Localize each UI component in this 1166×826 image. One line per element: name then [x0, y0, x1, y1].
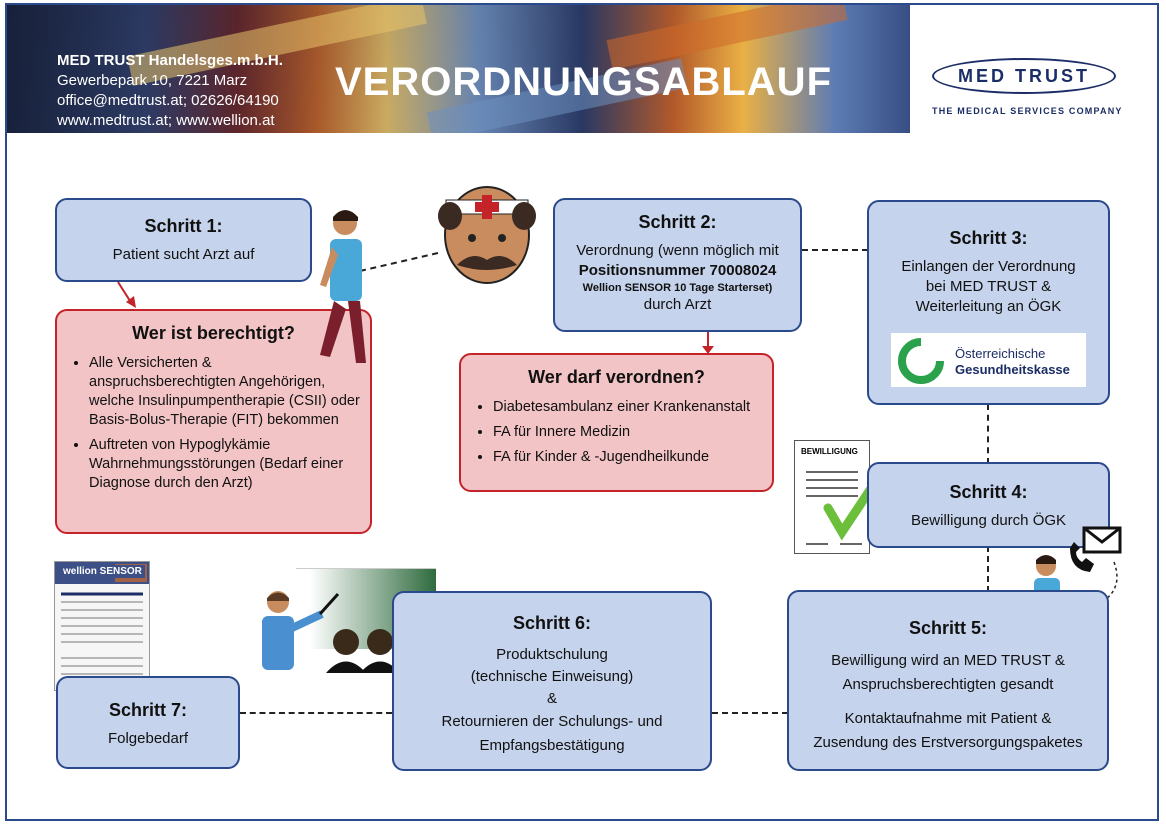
flyer-label: wellion SENSOR — [60, 565, 145, 578]
approval-document-label: BEWILLIGUNG — [801, 447, 858, 456]
ogk-line1: Österreichische — [955, 346, 1046, 361]
eligibility-box: Wer ist berechtigt? Alle Versicherten & … — [55, 309, 372, 534]
ogk-line2: Gesundheitskasse — [955, 362, 1070, 377]
company-info: MED TRUST Handelsges.m.b.H. Gewerbepark … — [57, 51, 283, 131]
walking-patient-illustration — [320, 210, 366, 363]
company-name: MED TRUST Handelsges.m.b.H. — [57, 52, 283, 69]
page-title: VERORDNUNGSABLAUF — [335, 60, 832, 104]
step-5-line3: Kontaktaufnahme mit Patient & — [844, 710, 1052, 727]
step-5-line2: Anspruchsberechtigten gesandt — [842, 676, 1054, 693]
step-6-line3: & — [546, 690, 557, 707]
phone-mail-icon — [1070, 526, 1122, 572]
step-6-line4: Retournieren der Schulungs- und — [441, 713, 663, 730]
step-4-box: Schritt 4: Bewilligung durch ÖGK — [867, 462, 1110, 548]
step-2-line4: durch Arzt — [643, 296, 712, 313]
prescriber-item: FA für Innere Medizin — [493, 423, 762, 442]
connector-5-6 — [712, 712, 788, 714]
step-3-line3: Weiterleitung an ÖGK — [915, 298, 1062, 315]
step-3-title: Schritt 3: — [949, 228, 1028, 248]
medtrust-logo: MED TRUST — [932, 58, 1116, 94]
step-1-box: Schritt 1: Patient sucht Arzt auf — [55, 198, 312, 282]
company-address: Gewerbepark 10, 7221 Marz — [57, 72, 248, 89]
step-1-title: Schritt 1: — [144, 216, 223, 236]
connector-3-4 — [987, 404, 989, 464]
connector-4-5 — [987, 546, 989, 592]
step-7-box: Schritt 7: Folgebedarf — [56, 676, 240, 769]
step-2-box: Schritt 2: Verordnung (wenn möglich mit … — [553, 198, 802, 332]
arrow-1-down — [117, 281, 136, 308]
step-3-line2: bei MED TRUST & — [925, 278, 1052, 295]
eligibility-item: Alle Versicherten & anspruchsberechtigte… — [89, 354, 360, 430]
company-contact: office@medtrust.at; 02626/64190 — [57, 92, 279, 109]
step-5-line4: Zusendung des Erstversorgungspaketes — [813, 734, 1083, 751]
prescribers-title: Wer darf verordnen? — [528, 367, 705, 387]
doctor-illustration — [438, 186, 536, 284]
step-4-title: Schritt 4: — [949, 482, 1028, 502]
arrow-2-down — [702, 332, 714, 354]
step-1-text: Patient sucht Arzt auf — [112, 246, 255, 263]
step-2-position: Positionsnummer 70008024 — [578, 262, 777, 279]
prescriber-item: FA für Kinder & -Jugendheilkunde — [493, 448, 762, 467]
step-7-title: Schritt 7: — [108, 700, 187, 720]
ogk-logo-text: Österreichische Gesundheitskasse — [955, 346, 1070, 378]
prescribers-box: Wer darf verordnen? Diabetesambulanz ein… — [459, 353, 774, 492]
step-6-box: Schritt 6: Produktschulung (technische E… — [392, 591, 712, 771]
prescriber-item: Diabetesambulanz einer Krankenanstalt — [493, 398, 762, 417]
connector-2-3 — [802, 249, 868, 251]
step-5-title: Schritt 5: — [908, 618, 987, 638]
step-4-text: Bewilligung durch ÖGK — [910, 512, 1067, 529]
step-2-title: Schritt 2: — [638, 212, 717, 232]
step-6-line1: Produktschulung — [496, 646, 608, 663]
step-2-line1: Verordnung (wenn möglich mit — [576, 242, 779, 259]
step-6-line2: (technische Einweisung) — [470, 668, 634, 685]
company-web: www.medtrust.at; www.wellion.at — [57, 112, 275, 129]
ogk-logo-icon — [898, 338, 944, 384]
step-6-line5: Empfangsbestätigung — [479, 737, 625, 754]
flyer-content — [55, 562, 149, 675]
step-5-box: Schritt 5: Bewilligung wird an MED TRUST… — [787, 590, 1109, 771]
connector-6-7 — [240, 712, 392, 714]
page-frame — [5, 3, 1159, 821]
step-6-title: Schritt 6: — [512, 613, 591, 633]
logo-tagline: THE MEDICAL SERVICES COMPANY — [932, 106, 1123, 116]
step-5-line1: Bewilligung wird an MED TRUST & — [831, 652, 1065, 669]
step-2-product: Wellion SENSOR 10 Tage Starterset) — [582, 282, 773, 294]
eligibility-title: Wer ist berechtigt? — [132, 323, 295, 343]
wellion-flyer-illustration — [54, 561, 150, 691]
eligibility-item: Auftreten von Hypoglykämie Wahrnehmungss… — [89, 436, 360, 493]
approval-document-illustration — [794, 440, 870, 554]
step-7-text: Folgebedarf — [107, 730, 189, 747]
step-3-line1: Einlangen der Verordnung — [901, 258, 1076, 275]
